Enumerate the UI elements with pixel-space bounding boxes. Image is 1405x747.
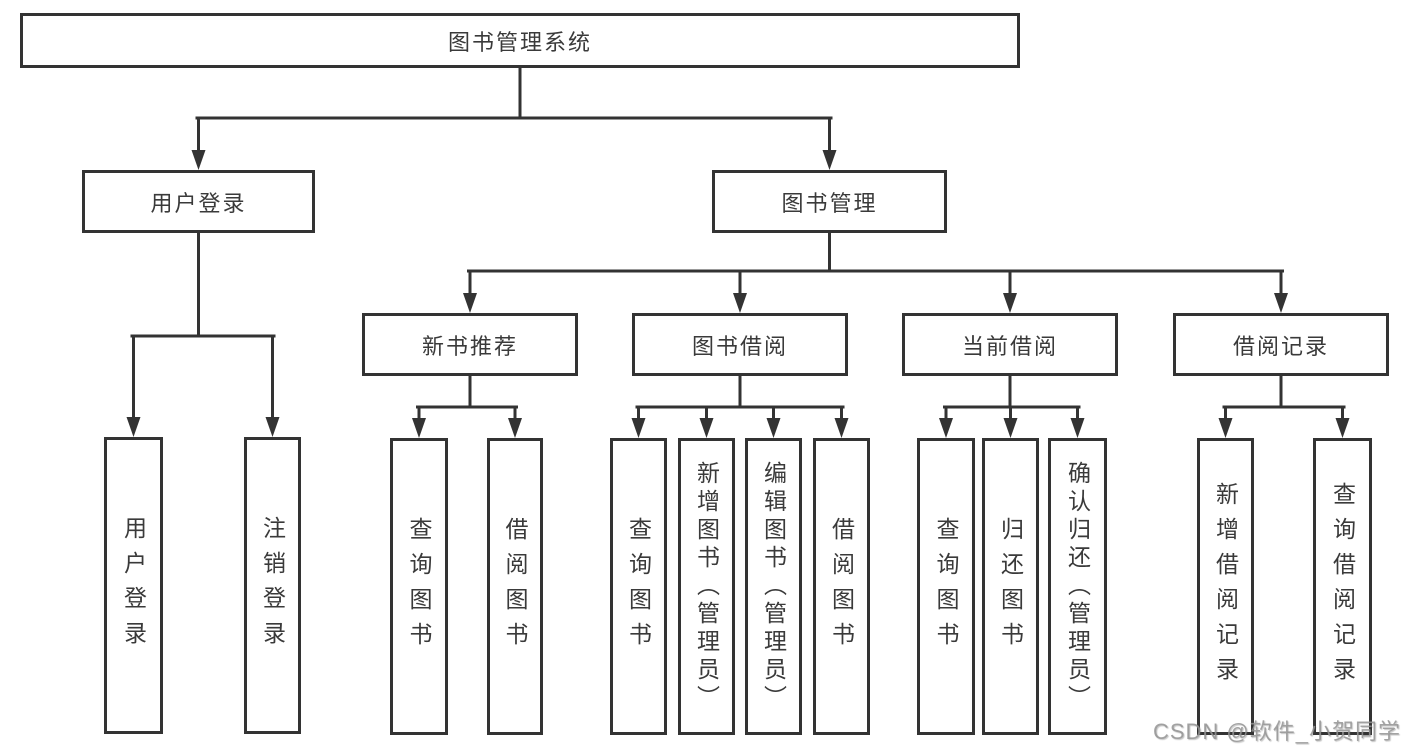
node-nbr-borrow: 借阅图书 xyxy=(487,438,543,735)
node-new-book-rec: 新书推荐 xyxy=(362,313,578,376)
node-book-borrow: 图书借阅 xyxy=(632,313,848,376)
node-logout: 注销登录 xyxy=(244,437,301,734)
node-label: 编辑图书（管理员） xyxy=(760,460,787,713)
node-label: 确认归还（管理员） xyxy=(1064,460,1091,713)
node-root: 图书管理系统 xyxy=(20,13,1020,68)
node-label: 借阅记录 xyxy=(1232,333,1329,359)
node-bb-edit: 编辑图书（管理员） xyxy=(745,438,802,735)
node-book-mgmt: 图书管理 xyxy=(712,170,947,233)
node-label: 新书推荐 xyxy=(421,333,518,359)
node-bb-add: 新增图书（管理员） xyxy=(678,438,735,735)
node-br-add: 新增借阅记录 xyxy=(1197,438,1254,735)
node-label: 查询图书 xyxy=(406,516,432,657)
node-nbr-query: 查询图书 xyxy=(390,438,448,735)
node-label: 查询图书 xyxy=(933,516,959,657)
node-user-login-leaf: 用户登录 xyxy=(104,437,163,734)
node-label: 当前借阅 xyxy=(961,333,1058,359)
node-bb-borrow: 借阅图书 xyxy=(813,438,870,735)
node-label: 新增图书（管理员） xyxy=(693,460,720,713)
node-cb-confirm: 确认归还（管理员） xyxy=(1048,438,1107,735)
node-cb-query: 查询图书 xyxy=(917,438,975,735)
node-cb-return: 归还图书 xyxy=(982,438,1039,735)
node-bb-query: 查询图书 xyxy=(610,438,667,735)
node-label: 注销登录 xyxy=(259,515,286,656)
node-label: 用户登录 xyxy=(120,515,147,656)
node-label: 新增借阅记录 xyxy=(1212,481,1239,692)
node-borrow-records: 借阅记录 xyxy=(1173,313,1389,376)
watermark-text: CSDN @软件_小贺同学 xyxy=(1152,719,1401,744)
node-label: 借阅图书 xyxy=(828,516,855,657)
node-label: 查询借阅记录 xyxy=(1329,481,1356,692)
node-label: 图书借阅 xyxy=(691,333,788,359)
node-label: 借阅图书 xyxy=(502,516,528,657)
node-current-borrow: 当前借阅 xyxy=(902,313,1118,376)
node-label: 图书管理 xyxy=(781,190,878,216)
node-br-query: 查询借阅记录 xyxy=(1313,438,1372,735)
node-label: 查询图书 xyxy=(625,516,652,657)
node-label: 用户登录 xyxy=(150,190,247,216)
node-label: 归还图书 xyxy=(997,516,1024,657)
node-label: 图书管理系统 xyxy=(447,29,592,55)
node-user-login: 用户登录 xyxy=(82,170,315,233)
